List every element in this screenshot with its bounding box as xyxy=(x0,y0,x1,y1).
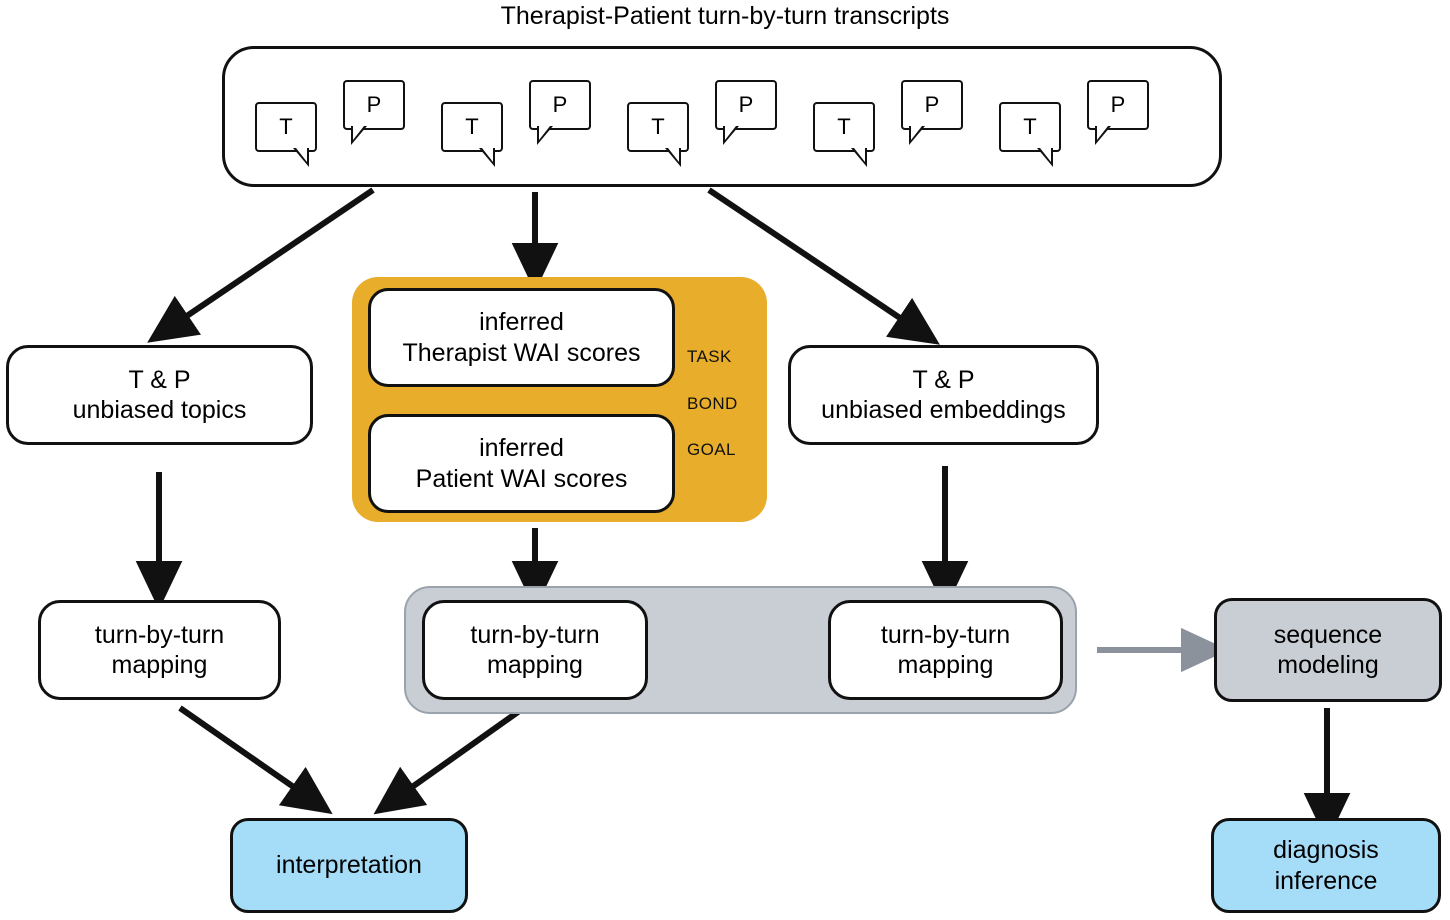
bubble-tail-inner xyxy=(1040,148,1051,162)
bubble-tail-inner xyxy=(854,148,865,162)
speech-bubble-p-3: P xyxy=(715,80,777,145)
bubble-tail-inner xyxy=(296,148,307,162)
speech-bubble-t-2: T xyxy=(441,102,503,167)
speech-bubble-t-4: T xyxy=(813,102,875,167)
speech-bubble-label: T xyxy=(651,114,665,139)
node-mapping-left: turn-by-turn mapping xyxy=(38,600,281,700)
arrow-transcripts-to-topics xyxy=(147,187,375,343)
speech-bubble-p-5: P xyxy=(1087,80,1149,145)
wai-dimension-goal: GOAL xyxy=(687,440,736,459)
speech-bubble-p-1: P xyxy=(343,80,405,145)
speech-bubble-label: P xyxy=(552,92,568,117)
node-sequence-modeling: sequence modeling xyxy=(1214,598,1442,702)
speech-bubble-row: T P T P T P T P T P xyxy=(255,62,1185,172)
node-inferred-patient-wai-scores: inferred Patient WAI scores xyxy=(368,414,675,513)
node-mapping-mid: turn-by-turn mapping xyxy=(422,600,648,700)
speech-bubble-label: P xyxy=(924,92,940,117)
speech-bubble-label: T xyxy=(465,114,479,139)
speech-bubble-p-4: P xyxy=(901,80,963,145)
bubble-tail-inner xyxy=(725,126,736,140)
page-title: Therapist-Patient turn-by-turn transcrip… xyxy=(500,2,950,30)
node-interpretation: interpretation xyxy=(230,818,468,913)
speech-bubble-t-1: T xyxy=(255,102,317,167)
wai-dimension-task: TASK xyxy=(687,347,732,366)
speech-bubble-label: T xyxy=(279,114,293,139)
speech-bubble-label: T xyxy=(837,114,851,139)
speech-bubble-t-5: T xyxy=(999,102,1061,167)
speech-bubble-p-2: P xyxy=(529,80,591,145)
speech-bubble-label: P xyxy=(1110,92,1126,117)
node-unbiased-embeddings: T & P unbiased embeddings xyxy=(788,345,1099,445)
speech-bubble-label: P xyxy=(366,92,382,117)
bubble-tail-inner xyxy=(353,126,364,140)
node-diagnosis-inference: diagnosis inference xyxy=(1211,818,1441,913)
bubble-tail-inner xyxy=(668,148,679,162)
bubble-tail-inner xyxy=(1097,126,1108,140)
bubble-tail-inner xyxy=(482,148,493,162)
node-unbiased-topics: T & P unbiased topics xyxy=(6,345,313,445)
node-inferred-therapist-wai-scores: inferred Therapist WAI scores xyxy=(368,288,675,387)
speech-bubble-label: T xyxy=(1023,114,1037,139)
speech-bubble-label: P xyxy=(738,92,754,117)
arrow-mapping-mid-to-interpretation xyxy=(373,699,534,815)
speech-bubble-t-3: T xyxy=(627,102,689,167)
bubble-tail-inner xyxy=(911,126,922,140)
arrow-mapping-left-to-interpretation xyxy=(178,705,333,815)
bubble-tail-inner xyxy=(539,126,550,140)
node-mapping-right: turn-by-turn mapping xyxy=(828,600,1063,700)
wai-dimension-bond: BOND xyxy=(687,394,738,413)
